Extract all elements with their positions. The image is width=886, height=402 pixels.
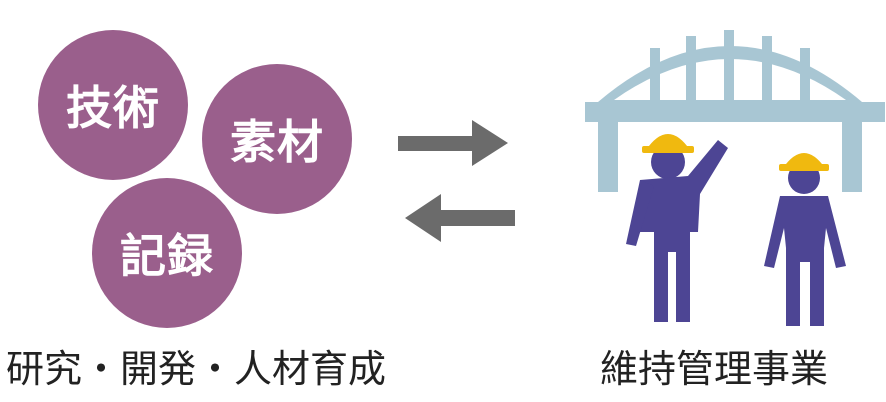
circle-label-materials: 素材 bbox=[230, 115, 324, 169]
left-arrow-icon bbox=[405, 194, 515, 242]
circle-records: 記録 bbox=[92, 178, 242, 328]
circle-technology: 技術 bbox=[38, 30, 188, 180]
left-caption: 研究・開発・人材育成 bbox=[6, 347, 387, 391]
right-arrow-icon bbox=[398, 120, 508, 166]
circle-materials: 素材 bbox=[202, 64, 352, 214]
right-caption: 維持管理事業 bbox=[600, 347, 829, 391]
circle-label-technology: 技術 bbox=[66, 81, 160, 135]
worker-standing-icon bbox=[764, 153, 846, 326]
bridge-icon bbox=[585, 30, 885, 192]
worker-pointing-icon bbox=[626, 134, 728, 322]
circle-label-records: 記録 bbox=[120, 229, 214, 283]
